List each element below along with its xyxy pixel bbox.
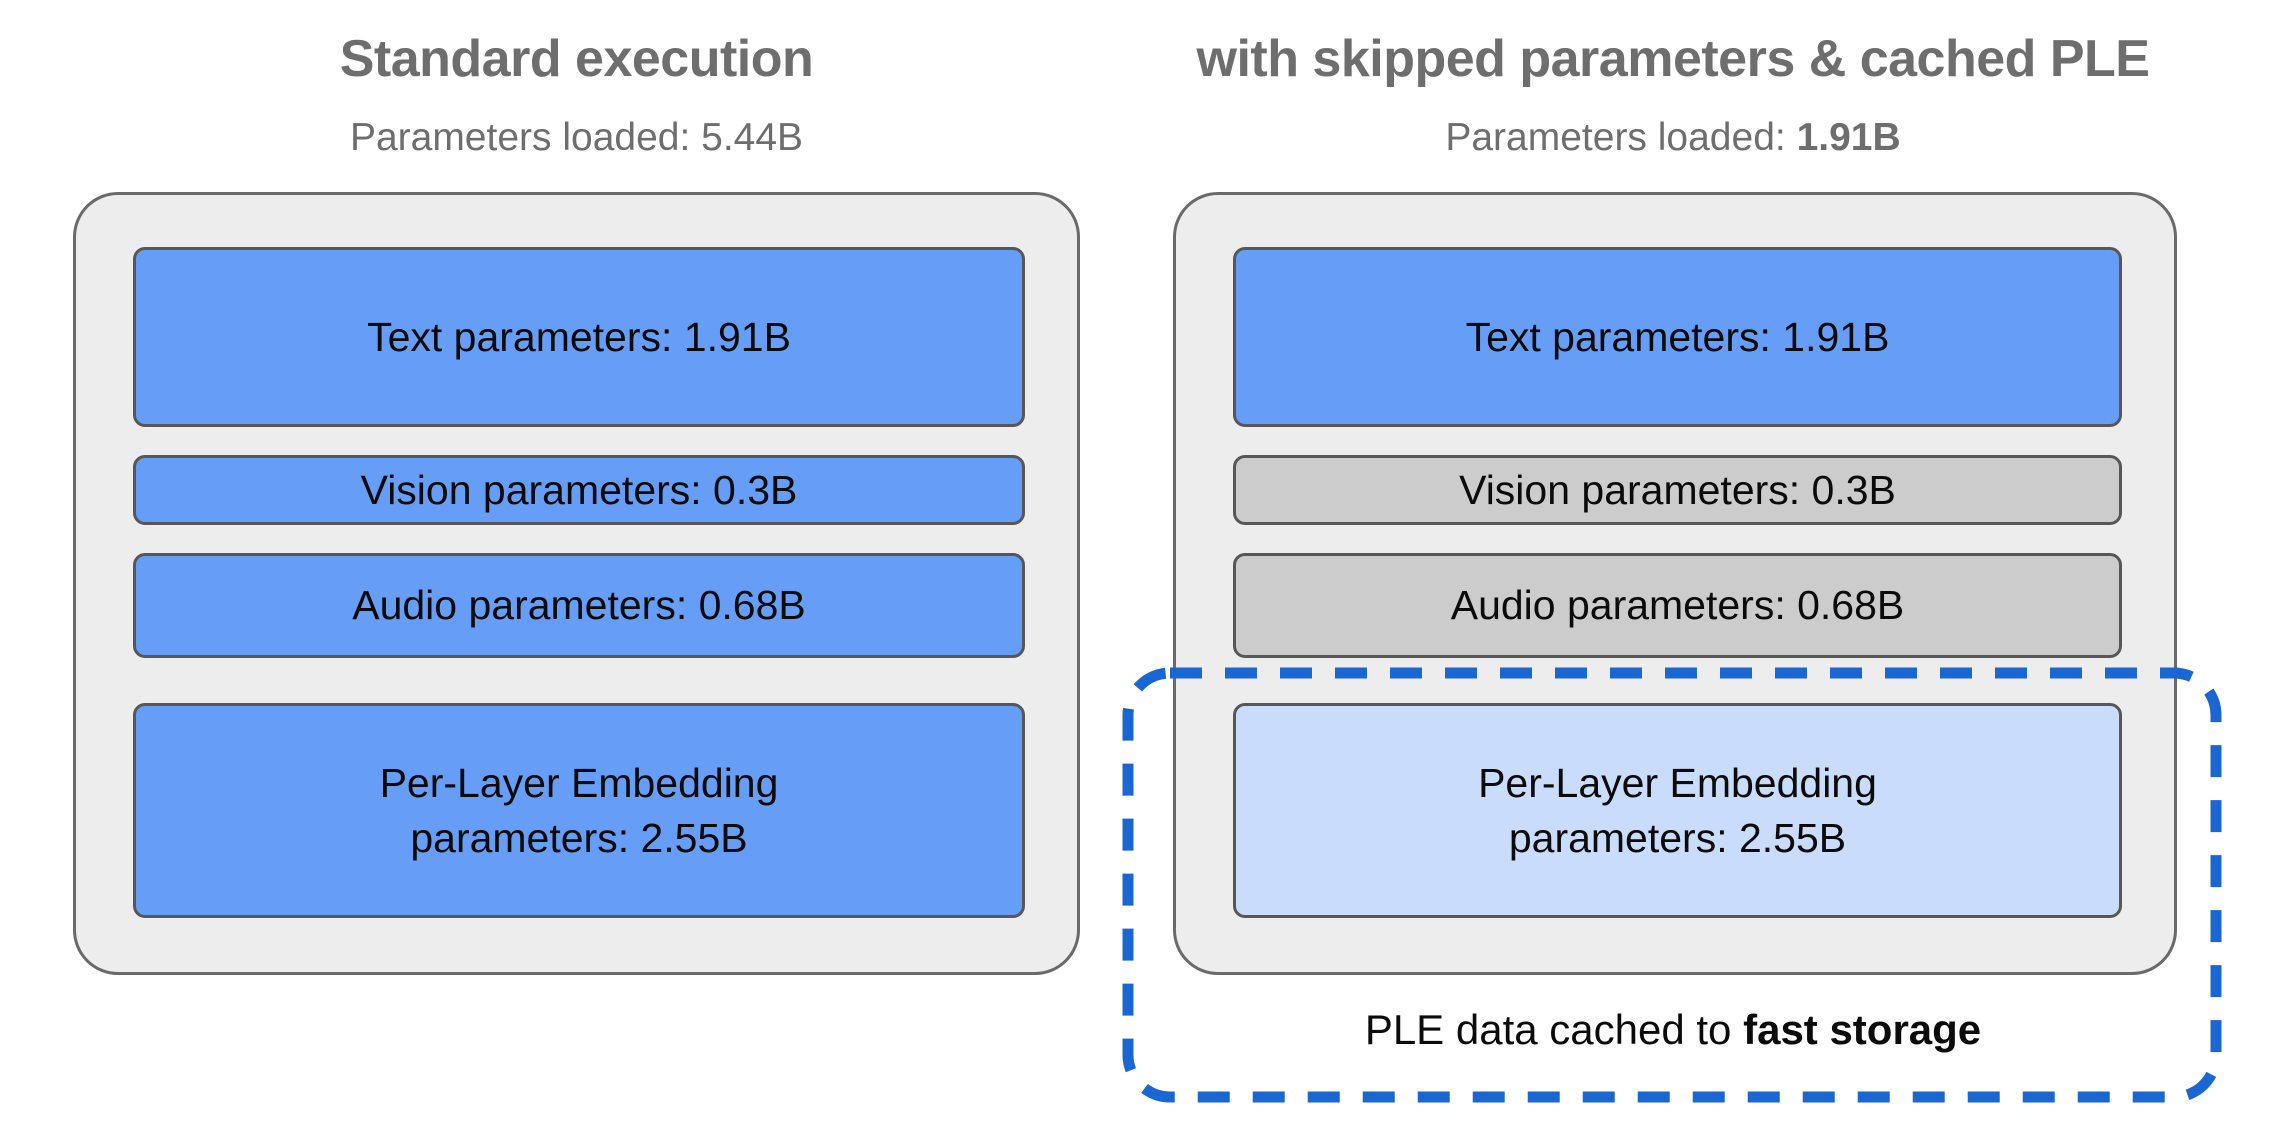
right-audio-parameters-box-skipped: Audio parameters: 0.68B xyxy=(1233,553,2122,658)
left-panel-title: Standard execution xyxy=(339,30,814,88)
left-vision-parameters-box: Vision parameters: 0.3B xyxy=(133,455,1025,525)
right-params-loaded-value: 1.91B xyxy=(1796,116,1901,159)
left-params-loaded-value: 5.44B xyxy=(701,116,804,159)
left-text-parameters-box: Text parameters: 1.91B xyxy=(133,247,1025,427)
left-panel-subtitle: Parameters loaded: 5.44B xyxy=(73,114,1080,162)
right-ple-parameters-box-cached: Per-Layer Embedding parameters: 2.55B xyxy=(1233,703,2122,918)
left-audio-parameters-box: Audio parameters: 0.68B xyxy=(133,553,1025,658)
right-vision-parameters-box-skipped: Vision parameters: 0.3B xyxy=(1233,455,2122,525)
left-ple-parameters-box: Per-Layer Embedding parameters: 2.55B xyxy=(133,703,1025,918)
right-params-loaded-label: Parameters loaded: xyxy=(1445,116,1797,159)
right-panel-subtitle: Parameters loaded: 1.91B xyxy=(1128,114,2218,162)
left-params-loaded-label: Parameters loaded: xyxy=(349,116,702,159)
right-model-container: Text parameters: 1.91B Vision parameters… xyxy=(1173,192,2177,975)
left-model-container: Text parameters: 1.91B Vision parameters… xyxy=(73,192,1080,975)
ple-cache-caption: PLE data cached to fast storage xyxy=(1128,1002,2218,1058)
right-text-parameters-box: Text parameters: 1.91B xyxy=(1233,247,2122,427)
ple-caption-emphasis: fast storage xyxy=(1743,1006,1982,1053)
right-panel-title: with skipped parameters & cached PLE xyxy=(1196,30,2151,88)
ple-caption-prefix: PLE data cached to xyxy=(1364,1006,1744,1053)
